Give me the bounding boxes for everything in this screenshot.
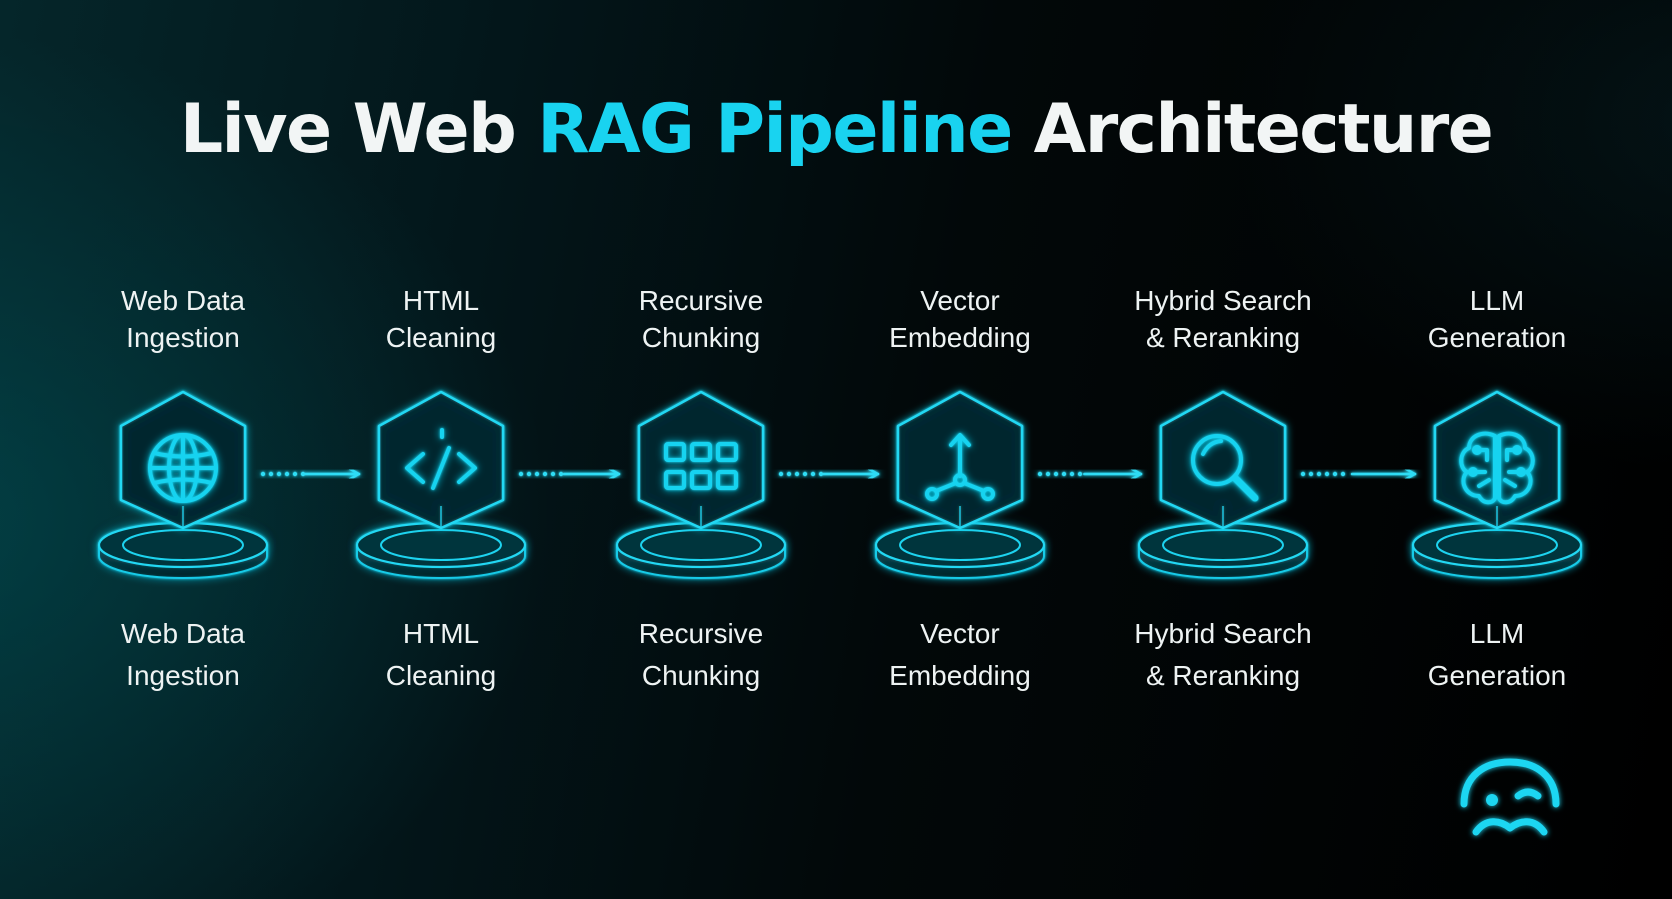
step-label-line: Cleaning [385, 660, 497, 691]
step-label-line: Web Data [121, 618, 245, 649]
step-label-line: Generation [1427, 660, 1567, 691]
node-pad [874, 521, 1046, 579]
node-pad [1411, 521, 1583, 579]
step-label-line: Cleaning [385, 322, 497, 353]
arrow-connector [1037, 472, 1143, 476]
arrow-connector [260, 472, 361, 476]
page-title: Live Web RAG Pipeline Architecture [0, 86, 1672, 174]
arrow-connector [518, 472, 621, 476]
node-cube [377, 390, 505, 530]
node-llm-generation [1402, 390, 1592, 579]
step-label-line: LLM [1469, 618, 1525, 649]
step-label-bottom-hybrid-search-reranking: Hybrid Search & Reranking [1093, 613, 1353, 697]
step-label-line: HTML [402, 285, 480, 316]
pipeline-nodes [88, 390, 1592, 579]
node-pad [615, 521, 787, 579]
step-label-line: Hybrid Search [1134, 285, 1312, 316]
node-html-cleaning [346, 390, 536, 579]
node-recursive-chunking [606, 390, 796, 579]
step-label-line: Web Data [121, 285, 245, 316]
step-label-line: Chunking [641, 660, 761, 691]
node-cube [1159, 390, 1287, 530]
node-pad [1137, 521, 1309, 579]
step-label-line: Ingestion [126, 322, 240, 353]
step-label-bottom-html-cleaning: HTML Cleaning [311, 613, 571, 697]
step-label-line: Recursive [638, 618, 764, 649]
step-label-top-hybrid-search-reranking: Hybrid Search & Reranking [1093, 282, 1353, 356]
step-label-line: LLM [1469, 285, 1525, 316]
step-label-line: Chunking [641, 322, 761, 353]
mascot-logo-icon [1460, 758, 1560, 836]
step-label-line: Generation [1427, 322, 1567, 353]
node-pad [97, 521, 269, 579]
title-part-2: Architecture [1011, 90, 1494, 169]
step-label-line: Hybrid Search [1134, 618, 1312, 649]
step-label-line: Vector [920, 618, 1000, 649]
step-label-line: & Reranking [1145, 660, 1301, 691]
step-label-line: Vector [920, 285, 1000, 316]
node-vector-embedding [865, 390, 1055, 579]
globe-icon [148, 433, 218, 503]
pipeline-arrows [260, 472, 1417, 476]
step-label-top-html-cleaning: HTML Cleaning [311, 282, 571, 356]
step-label-bottom-llm-generation: LLM Generation [1367, 613, 1627, 697]
step-label-line: Recursive [638, 285, 764, 316]
node-hybrid-search-reranking [1128, 390, 1318, 579]
step-label-line: & Reranking [1145, 322, 1301, 353]
arrow-connector [778, 472, 880, 476]
node-web-data-ingestion [88, 390, 278, 579]
step-label-line: HTML [402, 618, 480, 649]
node-pad [355, 521, 527, 579]
title-part-1: Live Web [179, 90, 538, 169]
step-label-top-llm-generation: LLM Generation [1367, 282, 1627, 356]
title-accent: RAG Pipeline [537, 90, 1013, 169]
step-label-line: Embedding [889, 660, 1031, 691]
step-label-line: Ingestion [126, 660, 240, 691]
arrow-connector [1300, 472, 1417, 476]
step-label-line: Embedding [889, 322, 1031, 353]
